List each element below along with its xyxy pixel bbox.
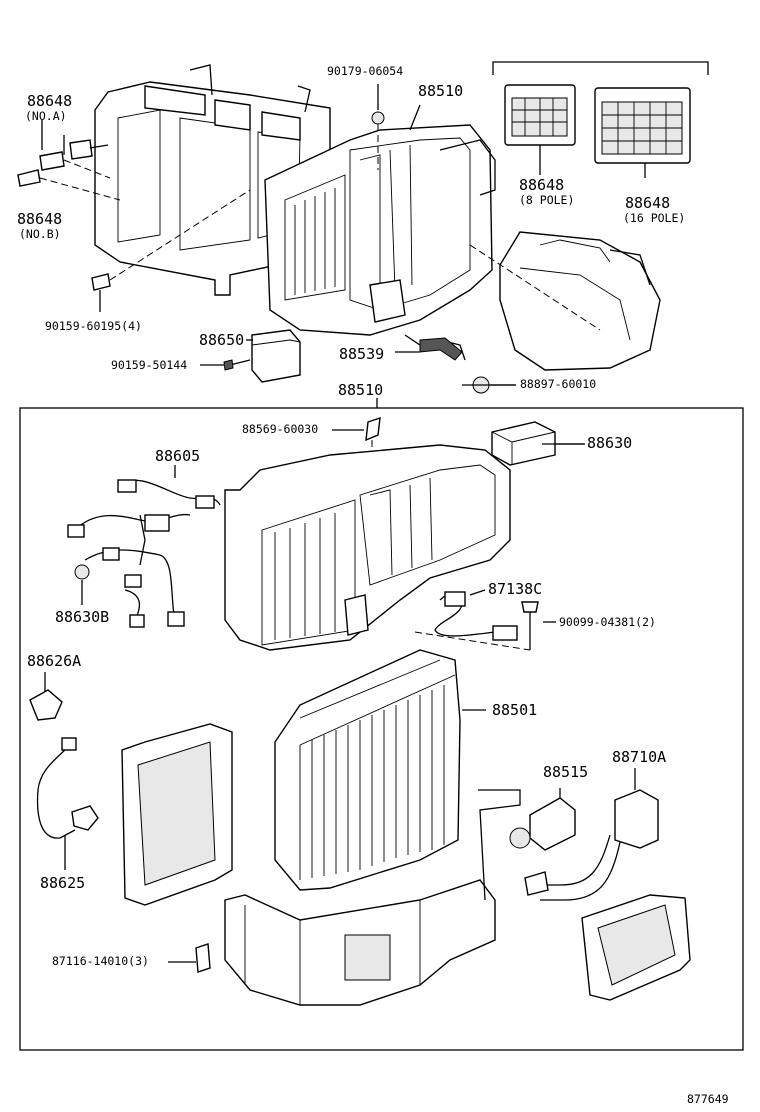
callout-16-pole-number: 88648: [625, 194, 671, 212]
callout-bolt-upper: 90159-60195(4): [45, 319, 142, 333]
callout-16-pole-note: (16 POLE): [623, 211, 686, 225]
callout-harness-b: 88630B: [55, 608, 110, 626]
leader-lines: [462, 384, 584, 445]
callout-88648-no-b-note: (NO.B): [19, 227, 61, 241]
callout-clip-mid: 88569-60030: [242, 422, 319, 436]
callout-8-pole-note: (8 POLE): [519, 193, 575, 207]
diagram-id: 877649: [687, 1092, 729, 1106]
callout-hose: 88539: [339, 345, 385, 363]
callout-thermistor: 88625: [40, 874, 86, 892]
callout-88648-no-a-note: (NO.A): [25, 109, 67, 123]
callout-harness: 88605: [155, 447, 201, 465]
callout-evaporator: 88501: [492, 701, 538, 719]
callout-amp: 88650: [199, 331, 245, 349]
lower-assembly-frame: [19, 407, 744, 1051]
callout-88648-no-a-number: 88648: [27, 92, 73, 110]
callout-unit-top: 88510: [418, 82, 464, 100]
callout-clip-top: 90179-06054: [327, 64, 404, 78]
callout-plug: 88897-60010: [520, 377, 597, 391]
callout-88648-no-b-number: 88648: [17, 210, 63, 228]
callout-screw-sensor: 90099-04381(2): [559, 615, 656, 629]
callout-tube: 88710A: [612, 748, 667, 766]
callout-8-pole-number: 88648: [519, 176, 565, 194]
upper-heater-case: [17, 61, 709, 394]
callout-sensor: 87138C: [488, 580, 543, 598]
callout-screw-amp: 90159-50144: [111, 358, 188, 372]
callout-clamp: 87116-14010(3): [52, 954, 149, 968]
lower-exploded-assembly: [29, 416, 691, 1006]
callout-switch: 88626A: [27, 652, 82, 670]
callout-relay: 88630: [587, 434, 633, 452]
callout-valve: 88515: [543, 763, 589, 781]
callout-unit-mid: 88510: [338, 381, 384, 399]
